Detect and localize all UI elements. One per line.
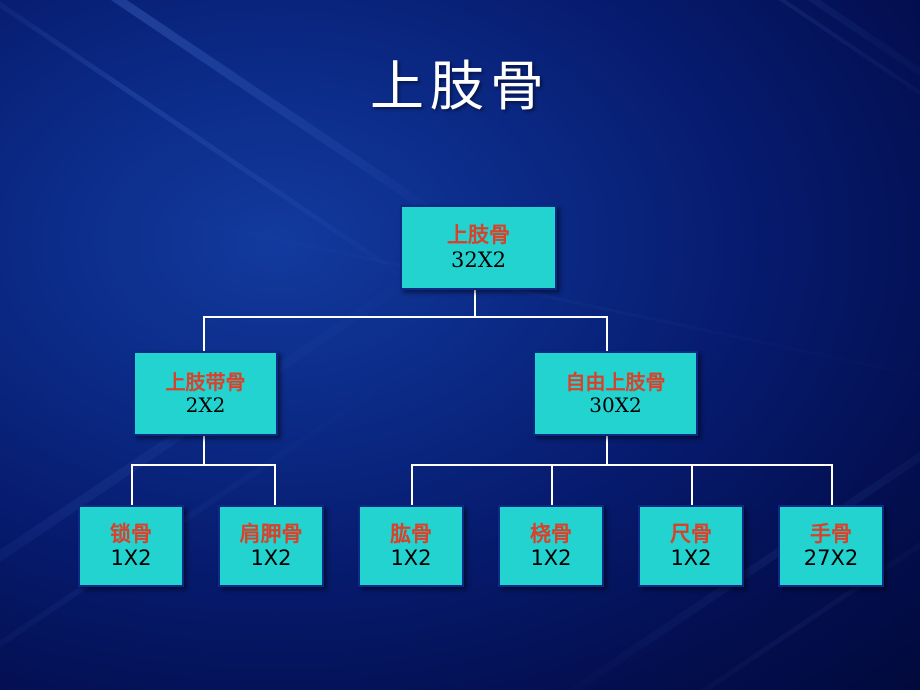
connector-to-chigu — [691, 464, 693, 505]
node-label: 上肢带骨 — [165, 369, 246, 394]
node-value: 2X2 — [185, 392, 226, 417]
connector-to-jianjiagu — [274, 464, 276, 505]
node-value: 1X2 — [110, 546, 152, 570]
connector-level2-2-stem — [606, 436, 608, 464]
connector-to-gonggu — [411, 464, 413, 505]
connector-to-suogu — [131, 464, 133, 505]
node-value: 1X2 — [670, 546, 712, 570]
node-level2-shoulder-girdle[interactable]: 上肢带骨 2X2 — [133, 351, 278, 436]
node-label: 自由上肢骨 — [565, 369, 666, 394]
connector-to-level2-1 — [203, 316, 205, 356]
background-streak — [0, 258, 438, 690]
node-value: 1X2 — [390, 546, 432, 570]
node-label: 肱骨 — [390, 521, 432, 546]
connector-to-shougu — [831, 464, 833, 505]
connector-to-raogu — [551, 464, 553, 505]
node-value: 1X2 — [250, 546, 292, 570]
node-leaf-hand-bones[interactable]: 手骨 27X2 — [778, 505, 884, 587]
node-leaf-clavicle[interactable]: 锁骨 1X2 — [78, 505, 184, 587]
connector-root-bus — [203, 316, 607, 318]
node-level2-free-upper-limb[interactable]: 自由上肢骨 30X2 — [533, 351, 698, 436]
node-value: 27X2 — [803, 546, 859, 570]
page-title: 上肢骨 — [370, 55, 550, 118]
node-label: 手骨 — [810, 521, 852, 546]
node-value: 1X2 — [530, 546, 572, 570]
node-value: 32X2 — [450, 247, 507, 272]
node-label: 尺骨 — [670, 521, 712, 546]
connector-root-stem — [474, 290, 476, 316]
connector-level2-1-bus — [131, 464, 275, 466]
node-label: 肩胛骨 — [239, 521, 303, 546]
connector-to-level2-2 — [606, 316, 608, 356]
node-label: 桡骨 — [530, 521, 572, 546]
node-value: 30X2 — [589, 392, 642, 417]
node-label: 锁骨 — [110, 521, 152, 546]
connector-level2-2-bus — [411, 464, 831, 466]
node-leaf-humerus[interactable]: 肱骨 1X2 — [358, 505, 464, 587]
node-leaf-scapula[interactable]: 肩胛骨 1X2 — [218, 505, 324, 587]
node-leaf-ulna[interactable]: 尺骨 1X2 — [638, 505, 744, 587]
node-leaf-radius[interactable]: 桡骨 1X2 — [498, 505, 604, 587]
connector-level2-1-stem — [203, 436, 205, 464]
node-root[interactable]: 上肢骨 32X2 — [400, 205, 557, 290]
node-label: 上肢骨 — [447, 222, 510, 248]
